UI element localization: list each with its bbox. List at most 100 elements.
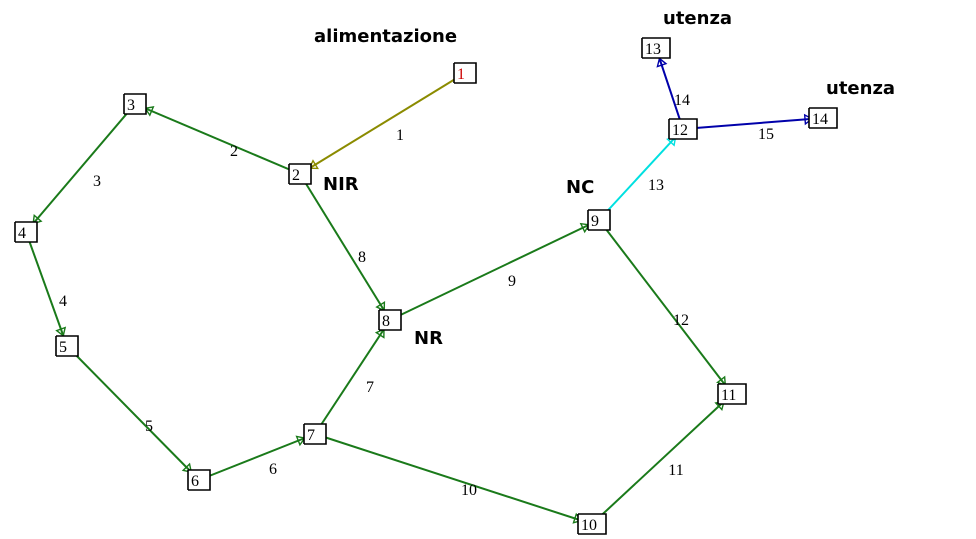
node-box-5: [55, 335, 79, 357]
node-3: 3: [123, 93, 147, 115]
node-7: 7: [303, 423, 327, 445]
edge-arrow-9: [579, 222, 591, 234]
edge-label-7: 7: [366, 379, 374, 396]
node-4: 4: [14, 221, 38, 243]
node-box-11: [717, 383, 747, 405]
node-10: 10: [577, 513, 607, 535]
node-label-4: 4: [18, 225, 26, 242]
node-label-6: 6: [191, 473, 199, 490]
node-box-1: [453, 62, 477, 84]
edge-label-6: 6: [269, 461, 277, 478]
node-label-9: 9: [591, 213, 599, 230]
node-bg-11: [718, 384, 746, 404]
node-13: 13: [641, 37, 671, 59]
edge-label-13: 13: [648, 177, 664, 194]
edge-label-14: 14: [674, 92, 690, 109]
annotation-nc: NC: [566, 177, 594, 198]
node-12: 12: [668, 118, 698, 140]
node-bg-13: [642, 38, 670, 58]
node-box-8: [378, 309, 402, 331]
edge-15: [682, 117, 824, 130]
node-label-12: 12: [672, 122, 688, 139]
edge-label-1: 1: [396, 127, 404, 144]
annotation-utenza-right: utenza: [826, 78, 895, 99]
edge-8: [299, 173, 391, 321]
node-box-10: [577, 513, 607, 535]
node-2: 2: [288, 163, 312, 185]
node-bg-1: [454, 63, 476, 83]
edge-2: [134, 103, 301, 175]
node-label-5: 5: [59, 339, 67, 356]
node-9: 9: [587, 209, 611, 231]
node-bg-10: [578, 514, 606, 534]
edge-10: [314, 433, 593, 525]
annotations-layer: alimentazione NIR NR NC utenza utenza: [314, 8, 895, 349]
edge-arrow-2: [143, 105, 155, 117]
node-label-2: 2: [292, 167, 300, 184]
node-bg-7: [304, 424, 326, 444]
edge-label-8: 8: [358, 249, 366, 266]
node-14: 14: [808, 107, 838, 129]
edge-arrow-4: [55, 326, 67, 337]
annotation-utenza-top: utenza: [663, 8, 732, 29]
edge-7: [314, 319, 391, 435]
node-box-4: [14, 221, 38, 243]
edge-arrow-8: [375, 301, 386, 312]
edge-label-15: 15: [758, 126, 774, 143]
node-bg-3: [124, 94, 146, 114]
node-bg-6: [188, 470, 210, 490]
annotation-nir: NIR: [323, 174, 359, 195]
edge-4: [25, 231, 68, 347]
edge-label-11: 11: [668, 462, 683, 479]
node-bg-5: [56, 336, 78, 356]
edge-9: [389, 219, 600, 321]
edge-label-2: 2: [230, 143, 238, 160]
node-label-8: 8: [382, 313, 390, 330]
node-label-13: 13: [645, 41, 661, 58]
edge-6: [198, 433, 316, 481]
node-6: 6: [187, 469, 211, 491]
node-5: 5: [55, 335, 79, 357]
edge-1: [299, 72, 466, 175]
node-box-13: [641, 37, 671, 59]
edge-arrow-6: [295, 435, 306, 447]
annotation-alimentazione: alimentazione: [314, 26, 457, 47]
edge-label-10: 10: [461, 482, 477, 499]
node-bg-12: [669, 119, 697, 139]
node-label-11: 11: [721, 387, 736, 404]
edge-12: [598, 219, 733, 395]
node-box-12: [668, 118, 698, 140]
node-label-3: 3: [127, 97, 135, 114]
node-1: 1: [453, 62, 477, 84]
annotation-nr: NR: [414, 328, 443, 349]
edge-11: [591, 393, 733, 525]
node-bg-14: [809, 108, 837, 128]
edge-label-4: 4: [59, 293, 67, 310]
edges-layer: [25, 47, 824, 525]
edge-arrow-7: [374, 328, 385, 339]
node-bg-9: [588, 210, 610, 230]
edge-3: [25, 103, 136, 233]
edge-13: [598, 128, 684, 221]
edge-arrow-14: [656, 57, 668, 68]
node-11: 11: [717, 383, 747, 405]
node-box-9: [587, 209, 611, 231]
edge-label-12: 12: [673, 312, 689, 329]
node-box-3: [123, 93, 147, 115]
node-label-1: 1: [457, 66, 465, 83]
node-bg-4: [15, 222, 37, 242]
node-label-10: 10: [581, 517, 597, 534]
edge-14: [655, 47, 684, 130]
node-box-2: [288, 163, 312, 185]
edge-label-3: 3: [93, 173, 101, 190]
node-label-7: 7: [307, 427, 315, 444]
node-box-14: [808, 107, 838, 129]
edge-label-5: 5: [145, 418, 153, 435]
node-bg-2: [289, 164, 311, 184]
node-label-14: 14: [812, 111, 828, 128]
node-box-6: [187, 469, 211, 491]
edge-label-9: 9: [508, 273, 516, 290]
